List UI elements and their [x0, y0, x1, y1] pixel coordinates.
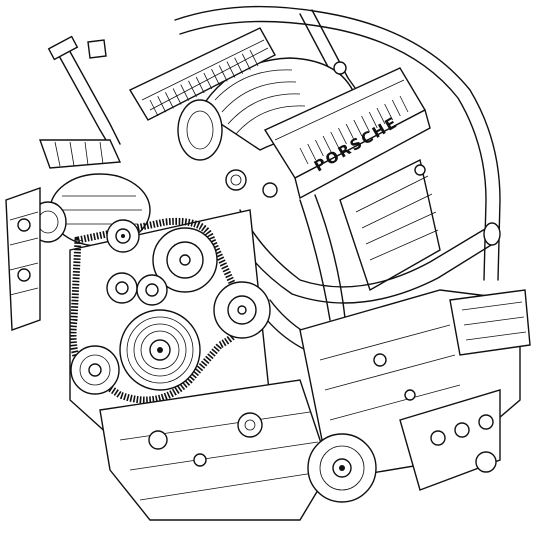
crankshaft-pulley	[119, 309, 201, 391]
left-plenum	[129, 27, 276, 121]
intake-runners	[299, 158, 441, 321]
engine-mount-bracket	[399, 389, 501, 491]
idler-pulley-mid	[136, 274, 168, 306]
oil-pan	[99, 379, 331, 521]
oil-dipstick	[47, 35, 121, 151]
idler-pulley-left	[106, 272, 138, 304]
engine-block-left	[5, 187, 41, 331]
pulleys	[70, 219, 271, 395]
throttle-body	[177, 99, 223, 161]
power-steering-pulley	[213, 281, 271, 339]
coolant-hose-left	[39, 139, 122, 169]
water-pump-pulley	[70, 345, 120, 395]
starter-motor	[449, 289, 531, 356]
fittings	[193, 61, 426, 467]
tensioner-pulley	[106, 219, 140, 253]
idler-pulley-upper	[152, 227, 218, 293]
